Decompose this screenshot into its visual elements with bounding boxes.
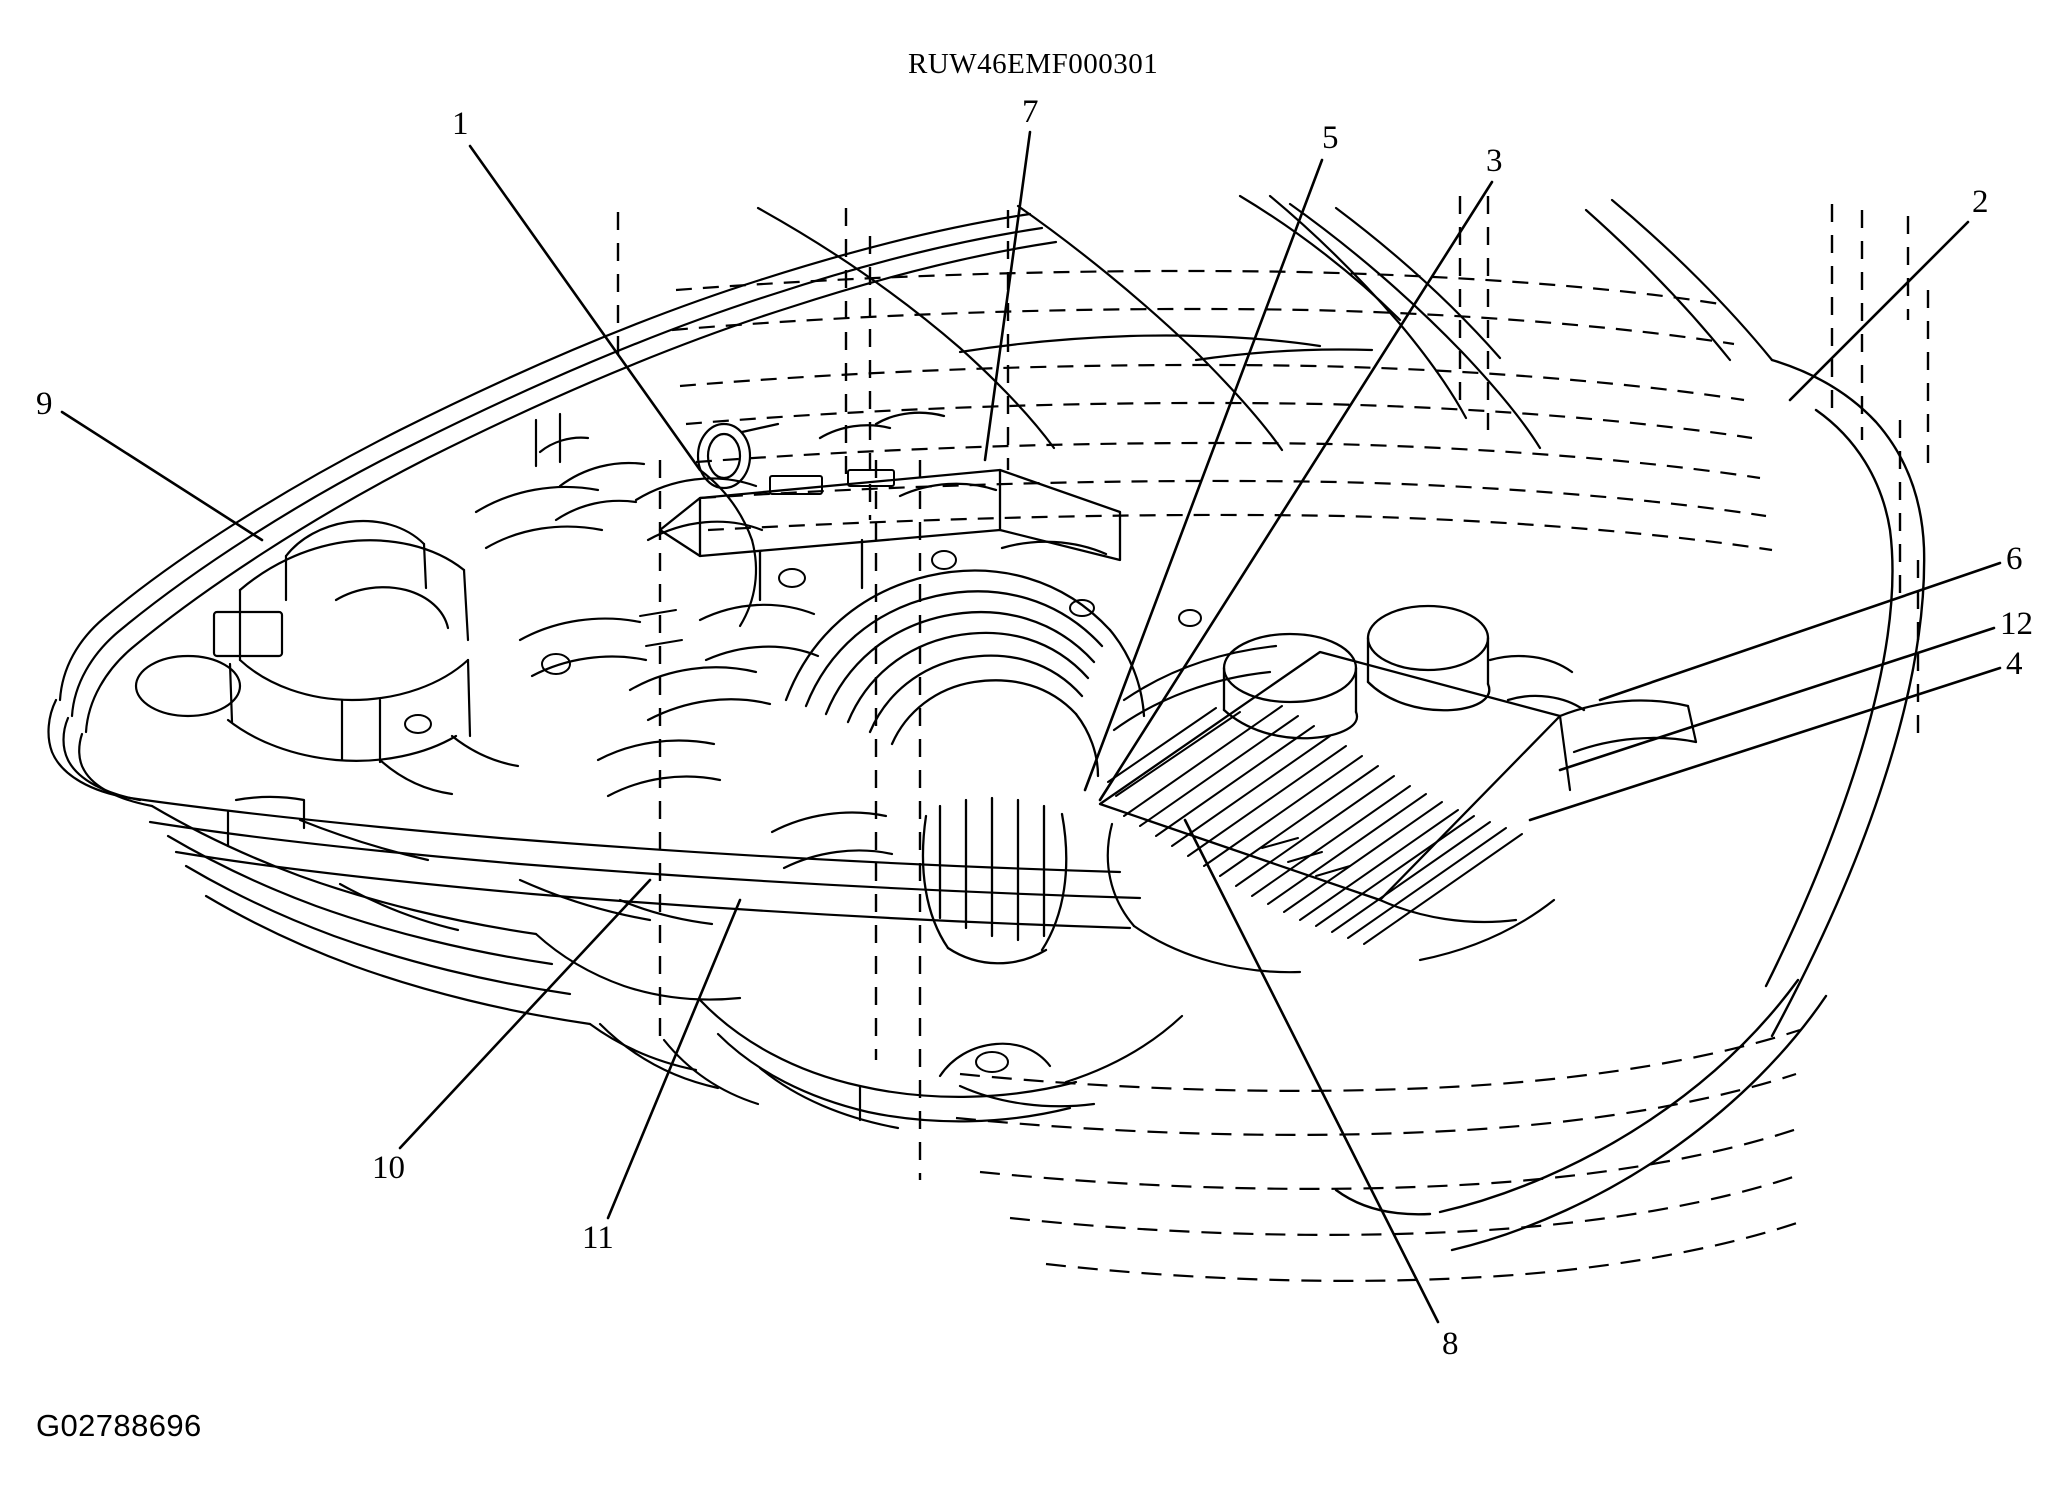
callout-leader-1 [468, 144, 702, 472]
callout-leader-6 [1598, 561, 2002, 702]
small-fittings [404, 469, 1351, 1073]
callout-leader-7 [983, 130, 1032, 462]
callout-leader-5 [1083, 158, 1324, 792]
callout-label-3: 3 [1486, 143, 1503, 179]
callout-leader-11 [606, 898, 742, 1220]
callout-leader-2 [1788, 220, 1970, 402]
callout-leader-lines [60, 130, 2002, 1324]
air-cleaner-fins [1107, 705, 1523, 945]
callout-label-2: 2 [1972, 184, 1989, 220]
callout-leader-10 [398, 878, 652, 1150]
intake-manifold-runners [784, 569, 1146, 965]
figure-id-label: G02788696 [36, 1408, 202, 1443]
lower-engine-contours [598, 998, 1184, 1130]
callout-label-8: 8 [1442, 1326, 1459, 1362]
right-fender-contours [1334, 358, 1926, 1252]
throttle-body-hoses [474, 461, 894, 870]
valve-cover-block [658, 411, 1122, 602]
callout-label-6: 6 [2006, 541, 2023, 577]
left-reservoir-assembly [134, 412, 752, 796]
callout-label-7: 7 [1022, 94, 1039, 130]
callout-label-4: 4 [2006, 646, 2023, 682]
vertical-hidden-edges [616, 196, 1930, 1180]
header-part-code: RUW46EMF000301 [908, 48, 1159, 80]
right-bracket-shroud [1106, 644, 1698, 974]
callout-leader-3 [1098, 180, 1494, 802]
callout-leader-8 [1183, 818, 1440, 1324]
callout-leader-12 [1558, 626, 1996, 772]
callout-label-11: 11 [582, 1220, 614, 1256]
callout-leader-9 [60, 410, 264, 542]
callout-label-5: 5 [1322, 120, 1339, 156]
callout-leader-4 [1528, 666, 2002, 822]
callout-label-1: 1 [452, 106, 469, 142]
hood-inner-panels [756, 194, 1774, 452]
callout-label-12: 12 [2000, 606, 2033, 642]
cowl-hidden-contours [671, 269, 1773, 552]
callout-label-10: 10 [372, 1150, 405, 1186]
lower-valance-contours [955, 1028, 1803, 1282]
callout-label-9: 9 [36, 386, 53, 422]
